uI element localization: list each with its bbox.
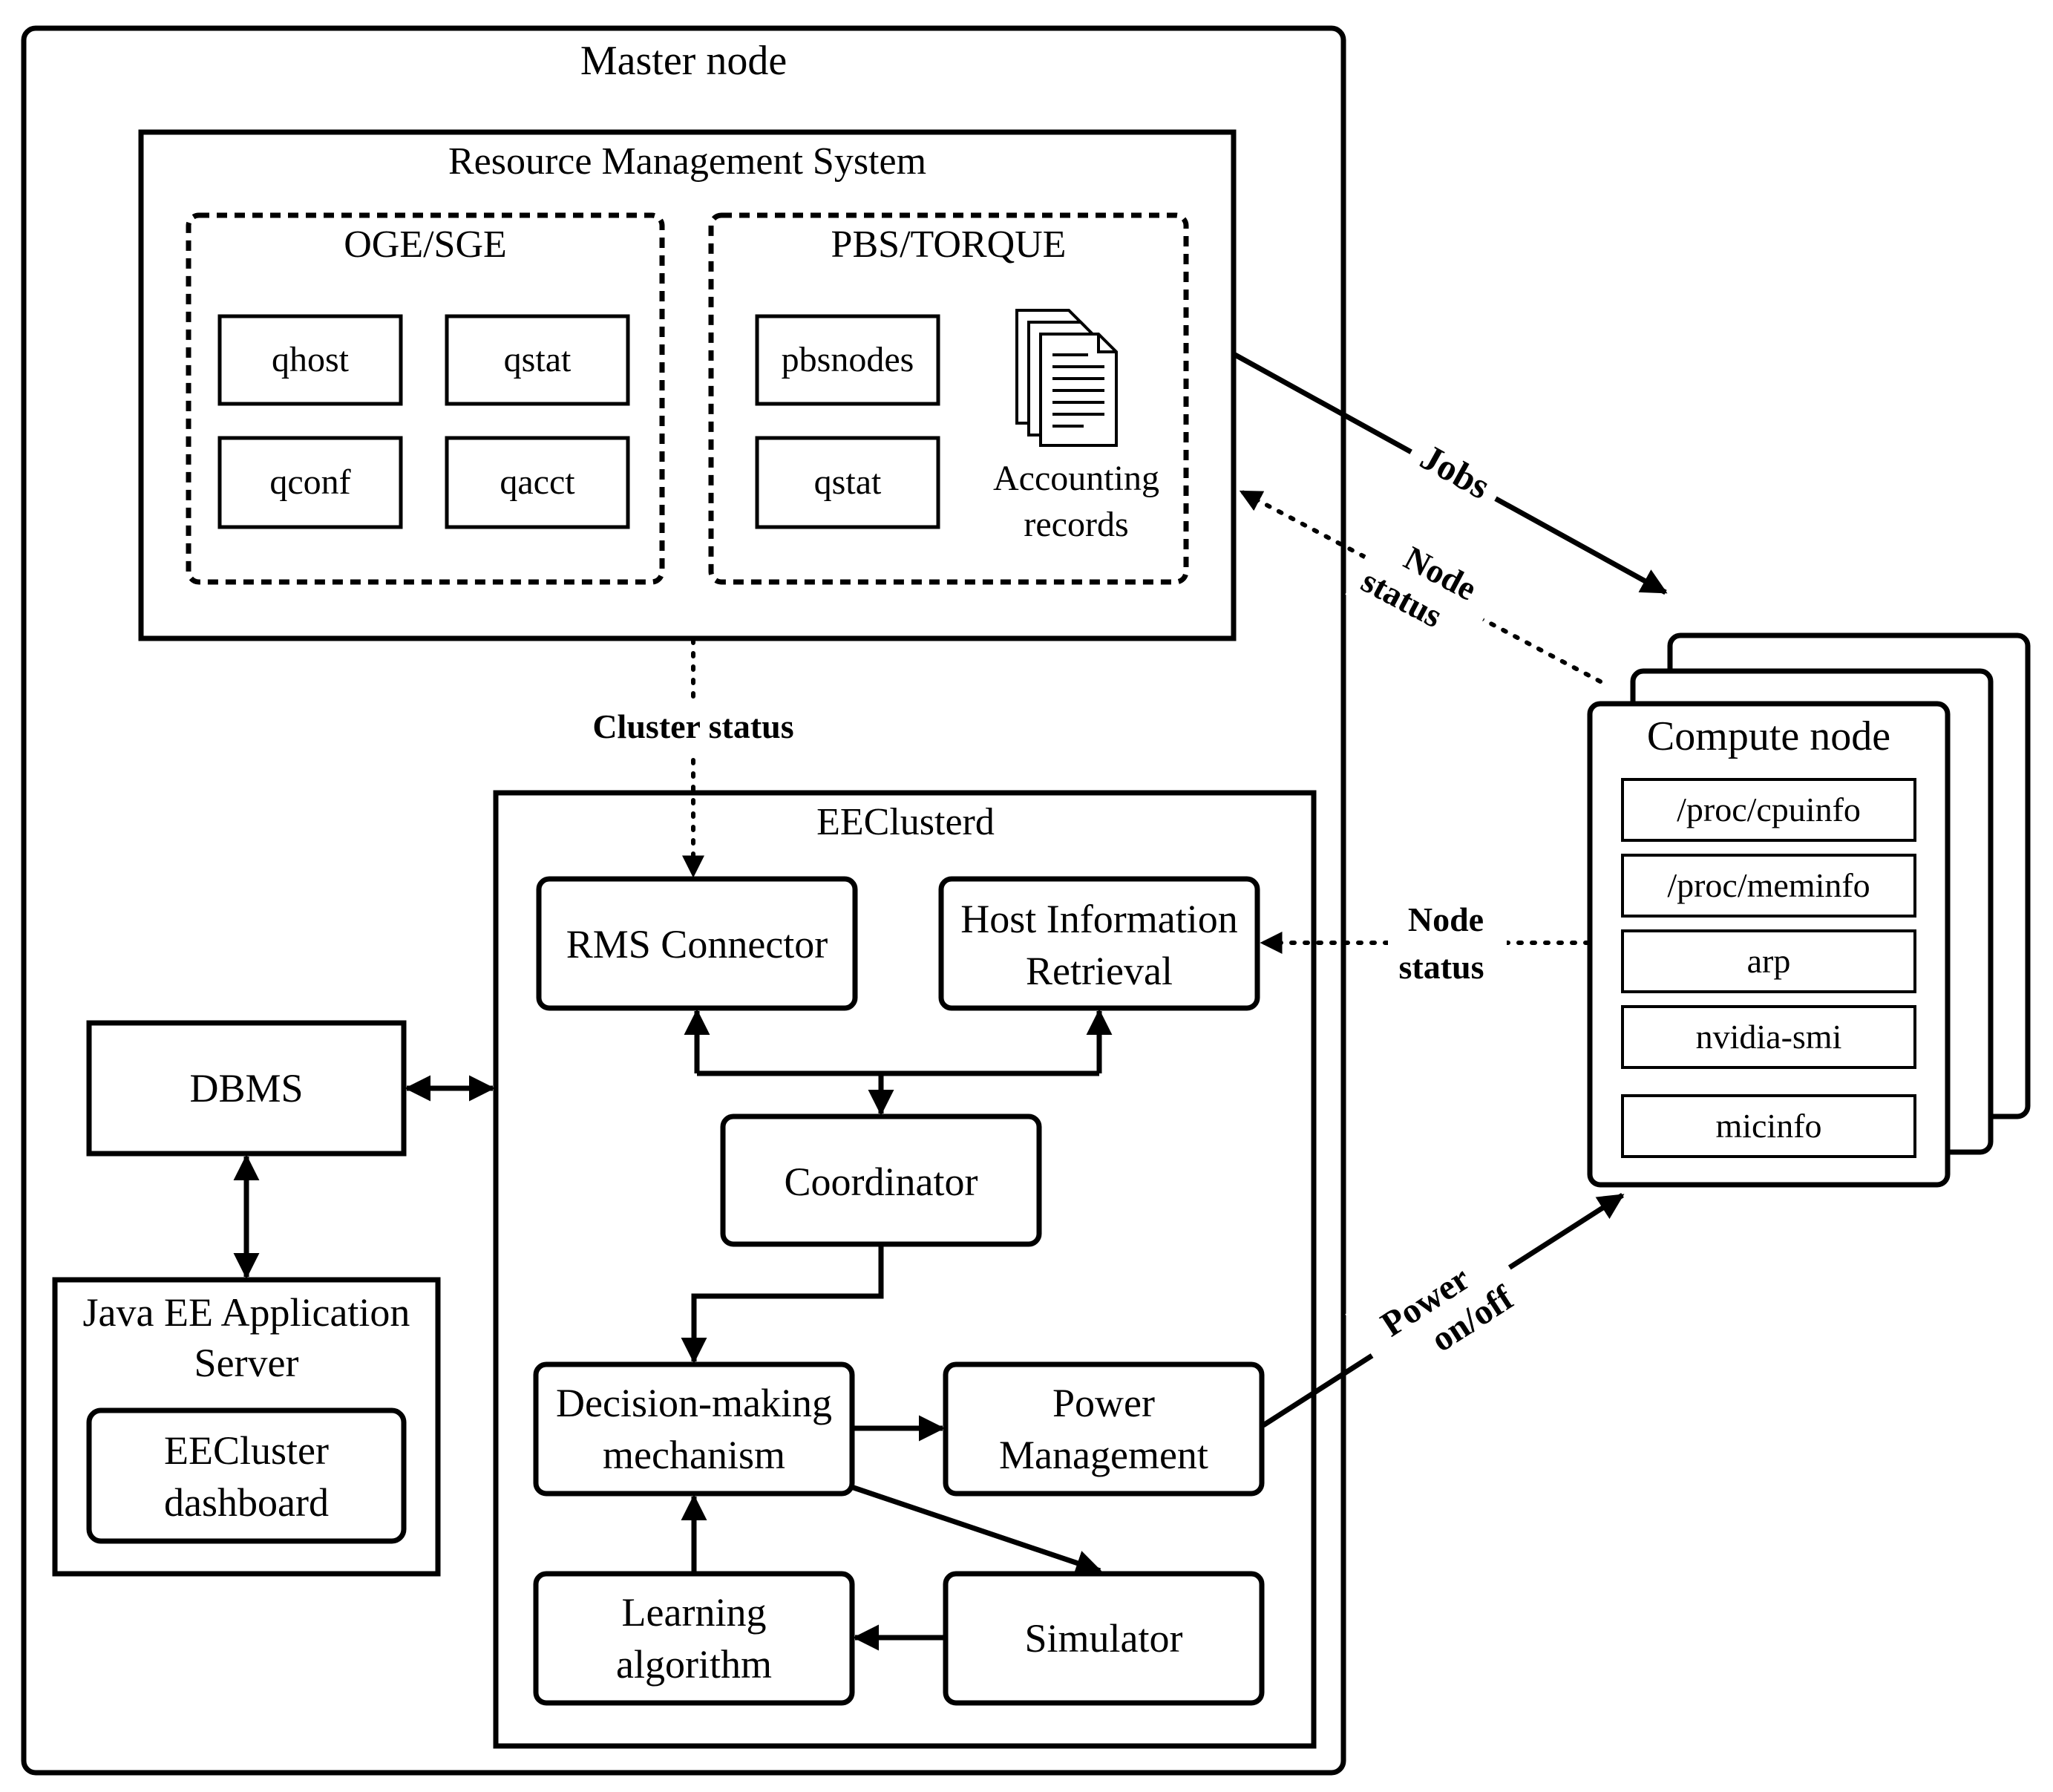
host-info-retrieval-box [938,876,1260,1011]
nvidia-smi-box [1621,1005,1916,1069]
learning-algorithm-box [533,1571,855,1706]
decision-making-box [533,1361,855,1497]
rms-box [138,129,1237,641]
decision-to-simulator-arrow [852,1485,1102,1576]
master-node-title: Master node [580,38,787,84]
node-status-top-label-bg [1345,515,1505,658]
node-status-mid-label-2: status [1398,948,1484,986]
learning-algorithm-label-1: Learning [622,1590,767,1635]
dbms-box [86,1020,407,1157]
nvidia-smi-label: nvidia-smi [1696,1018,1842,1056]
qhost-label: qhost [272,340,350,379]
rms-title: Resource Management System [448,140,926,183]
qacct-label: qacct [500,462,575,502]
master-node-box [21,25,1346,1776]
rms-connector-label: RMS Connector [566,922,828,967]
micinfo-box [1621,1094,1916,1158]
qhost-box [217,314,403,406]
power-management-box [943,1361,1265,1497]
coordinator-box [720,1114,1042,1247]
node-status-mid-label-1: Node [1408,900,1484,938]
qstat-oge-label: qstat [504,340,572,379]
arp-box [1621,929,1916,993]
dbms-label: DBMS [189,1066,303,1111]
qconf-box [217,436,403,529]
cpuinfo-label: /proc/cpuinfo [1677,791,1861,828]
host-info-label-1: Host Information [960,897,1237,941]
arp-label: arp [1747,942,1791,980]
compute-node-title: Compute node [1647,713,1890,759]
power-management-label-2: Management [999,1433,1208,1477]
qconf-label: qconf [269,462,350,502]
qstat-oge-box [445,314,630,406]
pbsnodes-box [755,314,940,406]
cluster-status-label: Cluster status [592,707,793,745]
java-ee-server-box [52,1277,441,1577]
coordinator-label: Coordinator [785,1160,978,1204]
meminfo-box [1621,854,1916,918]
micinfo-label: micinfo [1715,1107,1821,1145]
qstat-pbs-label: qstat [814,462,882,502]
power-management-label-1: Power [1052,1381,1155,1425]
pbsnodes-label: pbsnodes [782,340,914,379]
pbs-torque-group [708,212,1189,585]
power-onoff-label-bg [1345,1225,1535,1396]
node-status-mid-label-bg [1388,891,1507,986]
accounting-records-label-2: records [1024,505,1128,544]
jobs-label-bg [1401,425,1510,518]
eeclusterd-box [493,790,1317,1749]
coordinator-to-decision-arrow [681,1246,884,1364]
learning-algorithm-label-2: algorithm [616,1642,772,1687]
cpuinfo-box [1621,778,1916,842]
decision-making-label-1: Decision-making [556,1381,832,1425]
document-stack-icon [1015,309,1118,447]
eeclusterd-title: EEClusterd [816,801,995,843]
oge-sge-title: OGE/SGE [344,223,507,266]
simulator-box [943,1571,1265,1706]
pbs-torque-title: PBS/TORQUE [831,223,1067,266]
dashboard-label-2: dashboard [164,1480,329,1525]
host-info-label-2: Retrieval [1026,949,1173,993]
accounting-records-label-1: Accounting [993,459,1159,498]
simulator-label: Simulator [1025,1616,1183,1661]
java-ee-title-1: Java EE Application [83,1290,410,1335]
meminfo-label: /proc/meminfo [1667,866,1870,904]
java-ee-title-2: Server [194,1341,299,1385]
dashboard-label-1: EECluster [164,1428,329,1473]
qstat-pbs-box [755,436,940,529]
oge-sge-group [186,212,665,585]
cluster-status-label-bg [579,701,802,753]
qacct-box [445,436,630,529]
eecluster-dashboard-box [86,1407,407,1544]
rms-connector-box [536,876,858,1011]
decision-making-label-2: mechanism [603,1433,785,1477]
